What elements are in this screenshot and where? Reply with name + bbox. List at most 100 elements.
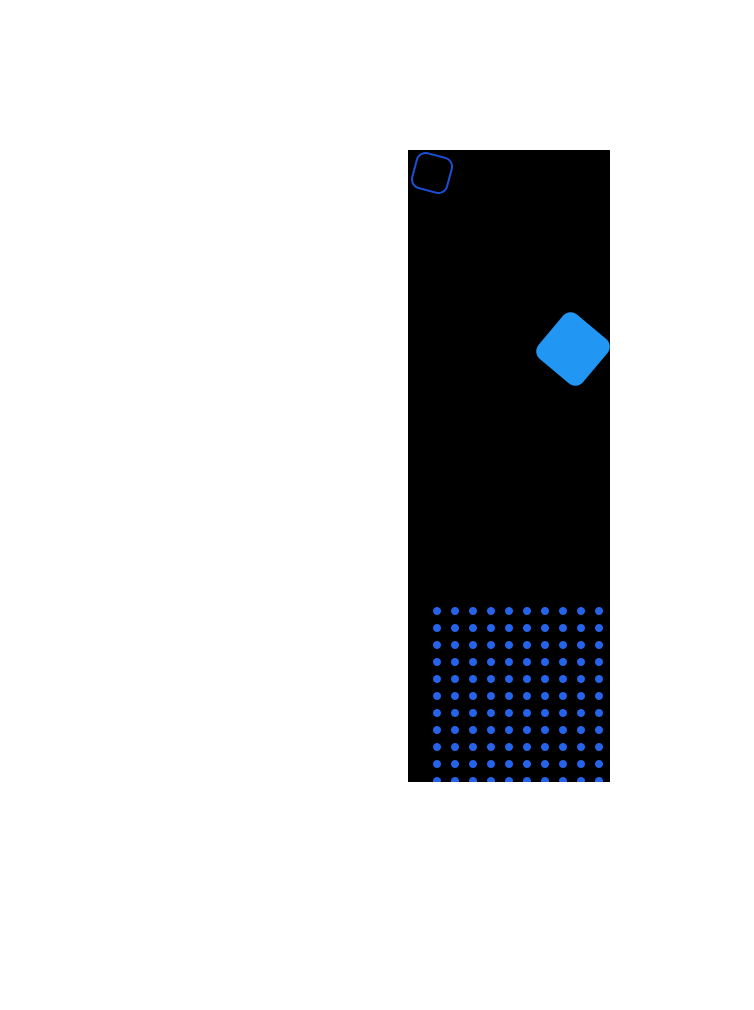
dot: [559, 641, 567, 649]
dot: [469, 743, 477, 751]
dot: [595, 658, 603, 666]
dot: [505, 743, 513, 751]
dot: [505, 709, 513, 717]
dot: [451, 641, 459, 649]
dot: [505, 760, 513, 768]
dot: [433, 692, 441, 700]
dot: [451, 760, 459, 768]
dot: [433, 726, 441, 734]
dot: [469, 777, 477, 782]
dot: [541, 743, 549, 751]
dot: [451, 692, 459, 700]
dot: [523, 760, 531, 768]
dot: [541, 760, 549, 768]
filled-square-shape: [532, 308, 610, 390]
dot: [505, 658, 513, 666]
dot: [433, 607, 441, 615]
dot: [451, 709, 459, 717]
dot: [541, 607, 549, 615]
dot: [469, 607, 477, 615]
dot: [487, 743, 495, 751]
dot: [559, 726, 567, 734]
dot: [451, 658, 459, 666]
dot: [577, 709, 585, 717]
dot: [505, 726, 513, 734]
dot: [451, 624, 459, 632]
dot: [577, 658, 585, 666]
dot: [523, 692, 531, 700]
dot: [451, 607, 459, 615]
dot: [595, 709, 603, 717]
dot: [595, 692, 603, 700]
dot: [577, 607, 585, 615]
dot: [559, 607, 567, 615]
dot: [595, 760, 603, 768]
dot: [523, 675, 531, 683]
dot: [487, 709, 495, 717]
dot: [523, 658, 531, 666]
dot: [433, 709, 441, 717]
dot: [451, 726, 459, 734]
dot: [433, 743, 441, 751]
dot: [433, 641, 441, 649]
dot: [559, 709, 567, 717]
decorative-panel: [408, 150, 610, 782]
dot: [505, 692, 513, 700]
dot: [559, 777, 567, 782]
dot: [433, 658, 441, 666]
dot: [523, 607, 531, 615]
dot: [487, 726, 495, 734]
dot: [505, 777, 513, 782]
dot: [505, 607, 513, 615]
dot: [487, 658, 495, 666]
dot: [541, 709, 549, 717]
dot: [487, 624, 495, 632]
dot: [577, 675, 585, 683]
dot: [541, 692, 549, 700]
dot: [487, 675, 495, 683]
dot: [469, 726, 477, 734]
dot: [433, 675, 441, 683]
dot: [523, 777, 531, 782]
dot: [559, 692, 567, 700]
dot: [487, 692, 495, 700]
dot: [541, 624, 549, 632]
dot: [433, 760, 441, 768]
dot: [577, 777, 585, 782]
dot: [505, 624, 513, 632]
dot: [595, 726, 603, 734]
dot: [487, 641, 495, 649]
dot: [559, 760, 567, 768]
dot: [595, 777, 603, 782]
dot: [541, 658, 549, 666]
outline-square-shape: [408, 150, 456, 197]
dot: [559, 624, 567, 632]
dot: [505, 641, 513, 649]
dot: [451, 743, 459, 751]
dot: [559, 743, 567, 751]
dot: [577, 743, 585, 751]
dot: [487, 760, 495, 768]
dot: [541, 641, 549, 649]
dot: [541, 726, 549, 734]
dot: [577, 692, 585, 700]
dot: [541, 777, 549, 782]
dot: [577, 641, 585, 649]
dot: [523, 709, 531, 717]
dot: [451, 675, 459, 683]
dot: [469, 709, 477, 717]
dot: [541, 675, 549, 683]
dot-grid-pattern: [433, 607, 603, 782]
dot: [469, 624, 477, 632]
dot: [469, 658, 477, 666]
dot: [487, 607, 495, 615]
dot: [595, 624, 603, 632]
dot: [469, 692, 477, 700]
dot: [559, 658, 567, 666]
dot: [595, 743, 603, 751]
dot: [577, 726, 585, 734]
dot: [559, 675, 567, 683]
dot: [523, 641, 531, 649]
dot: [595, 641, 603, 649]
